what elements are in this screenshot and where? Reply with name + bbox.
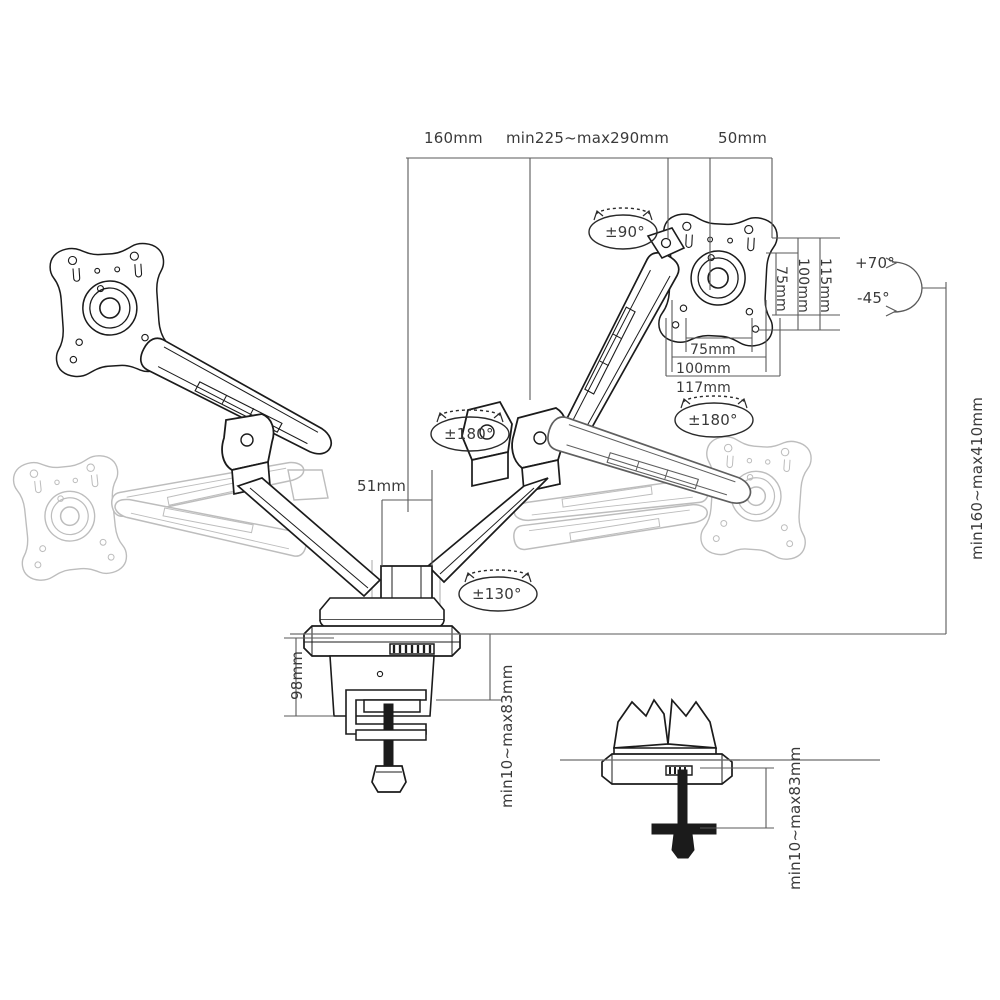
angle-callout-layer xyxy=(430,207,754,612)
vesa-label-100-horizontal: 100mm xyxy=(676,361,731,377)
vesa-label-75-vertical: 75mm xyxy=(773,266,789,312)
desk-clamp-detail-view xyxy=(601,697,733,859)
vesa-label-75-horizontal: 75mm xyxy=(690,342,736,358)
arm-right-lower-link xyxy=(426,477,549,584)
angle-callout-base-130 xyxy=(458,569,538,612)
vesa-label-115-vertical: 115mm xyxy=(817,258,833,313)
dimension-label-height-range: min160~max410mm xyxy=(968,396,986,560)
vesa-label-117-horizontal: 117mm xyxy=(676,380,731,396)
dimension-label-160: 160mm xyxy=(424,129,483,147)
vesa-plate-left-ghost xyxy=(11,453,129,583)
desk-clamp-base xyxy=(302,596,462,794)
dimension-label-clamp-main: min10~max83mm xyxy=(498,664,516,808)
angle-label-swivel-180-left: ±180° xyxy=(444,425,494,443)
vesa-label-100-vertical: 100mm xyxy=(795,258,811,313)
angle-callout-rotate-90 xyxy=(588,207,658,250)
tilt-arc xyxy=(891,261,923,313)
tilt-label-down: -45° xyxy=(857,289,890,307)
dimension-line-layer xyxy=(284,157,947,829)
tilt-label-up: +70° xyxy=(855,254,895,272)
solid-assembly-layer xyxy=(48,212,779,859)
angle-callout-swivel-180-right xyxy=(674,395,754,438)
joint-left-elbow xyxy=(221,413,275,496)
dimension-label-depth-range: min225~max290mm xyxy=(506,129,670,147)
dimension-label-clamp-inset: min10~max83mm xyxy=(786,746,804,890)
arm-left-lower-link xyxy=(236,477,382,598)
angle-callout-swivel-180-left xyxy=(430,409,510,452)
angle-label-rotate-90: ±90° xyxy=(605,223,645,241)
desk-surface-reference-line xyxy=(290,633,880,761)
angle-label-base-130: ±130° xyxy=(472,585,522,603)
angle-label-swivel-180-right: ±180° xyxy=(688,411,738,429)
dimension-label-98: 98mm xyxy=(288,650,306,700)
dimension-label-50: 50mm xyxy=(718,129,768,147)
joint-center-swivel xyxy=(461,400,513,488)
dimension-label-51: 51mm xyxy=(357,477,407,495)
